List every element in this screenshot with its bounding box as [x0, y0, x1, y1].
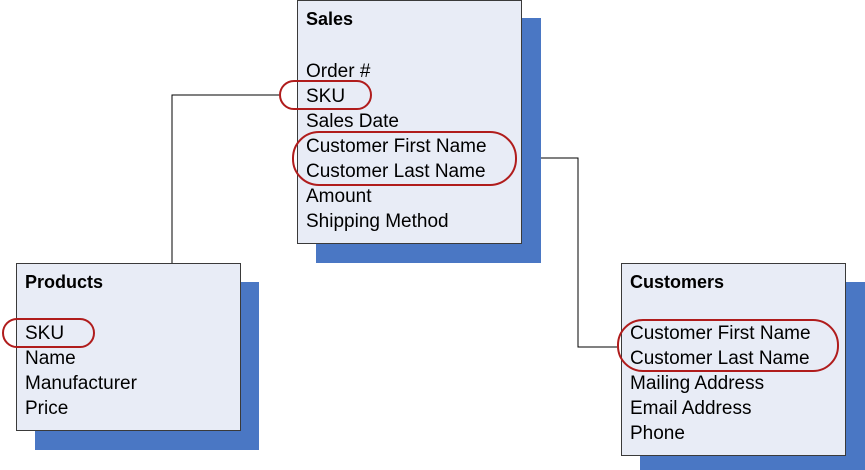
customers-field-customer-last-name: Customer Last Name [630, 348, 810, 369]
products-fields: SKU Name Manufacturer Price [25, 321, 137, 421]
customers-title: Customers [630, 272, 725, 292]
sales-field-customer-first-name: Customer First Name [306, 136, 487, 157]
sales-fields: Order # SKU Sales Date Customer First Na… [306, 59, 487, 234]
products-title: Products [25, 272, 104, 292]
products-field-price: Price [25, 398, 69, 419]
sales-field-sales-date: Sales Date [306, 111, 399, 132]
sales-field-sku: SKU [306, 86, 346, 107]
customers-customer-name-highlight [617, 319, 839, 372]
sales-field-order: Order # [306, 61, 371, 82]
sales-field-shipping-method: Shipping Method [306, 211, 449, 232]
customer-name-link-line [516, 157, 617, 348]
sales-table[interactable]: Sales Order # SKU Sales Date Customer Fi… [297, 0, 522, 244]
customers-table[interactable]: Customers Customer First Name Customer L… [621, 263, 846, 456]
products-sku-highlight [2, 318, 95, 348]
sales-title: Sales [306, 9, 354, 29]
customers-field-mailing-address: Mailing Address [630, 373, 765, 394]
products-field-name: Name [25, 348, 76, 369]
sales-field-amount: Amount [306, 186, 372, 207]
products-field-sku: SKU [25, 323, 65, 344]
sales-sku-highlight [279, 80, 372, 110]
customers-field-phone: Phone [630, 423, 685, 444]
customers-field-email-address: Email Address [630, 398, 752, 419]
customers-fields: Customer First Name Customer Last Name M… [630, 321, 811, 446]
sales-field-customer-last-name: Customer Last Name [306, 161, 486, 182]
customers-field-customer-first-name: Customer First Name [630, 323, 811, 344]
products-field-manufacturer: Manufacturer [25, 373, 137, 394]
sales-customer-name-highlight [292, 131, 517, 186]
